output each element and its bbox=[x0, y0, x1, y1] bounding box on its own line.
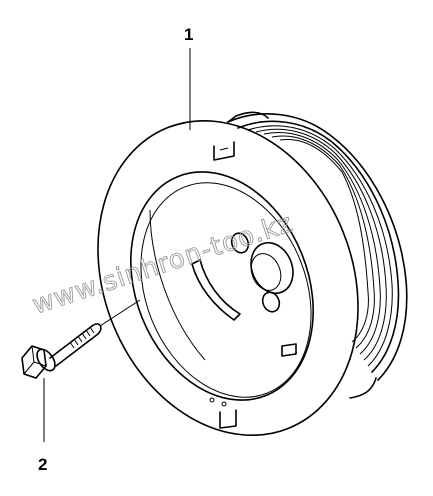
pulley-bolt bbox=[21, 323, 102, 379]
pulley-inner-tab bbox=[281, 343, 297, 357]
crankshaft-pulley bbox=[97, 111, 408, 437]
callout-label-1: 1 bbox=[184, 25, 193, 44]
pulley-center-bore bbox=[250, 241, 294, 295]
callout-label-2: 2 bbox=[38, 455, 47, 474]
watermark-text: www.sinhron-too.kz bbox=[29, 208, 297, 321]
pulley-grooved-rim bbox=[227, 111, 408, 399]
pulley-top-key-slot bbox=[213, 141, 235, 161]
pulley-front-face bbox=[97, 119, 359, 437]
pulley-bolt-holes bbox=[230, 232, 281, 313]
pulley-bottom-notch bbox=[209, 397, 237, 429]
pulley-arc-slot bbox=[191, 259, 241, 321]
leader-line-bolt-axis bbox=[99, 299, 141, 327]
pulley-hub-recess bbox=[130, 171, 314, 401]
